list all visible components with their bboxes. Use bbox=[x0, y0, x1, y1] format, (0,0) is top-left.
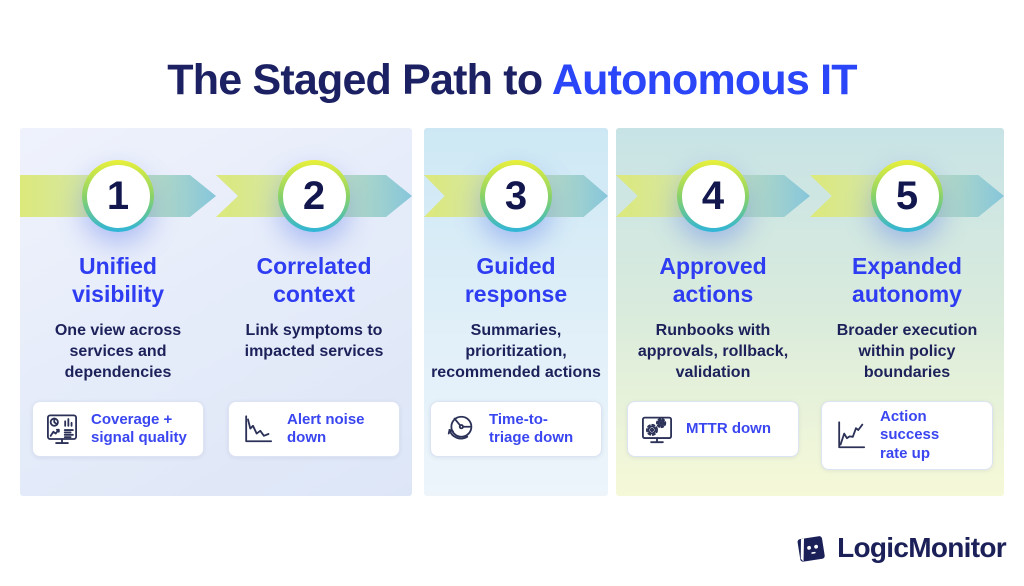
page-title: The Staged Path to Autonomous IT bbox=[0, 56, 1024, 105]
stage-title: Expanded autonomy bbox=[852, 253, 962, 307]
metric-badge: Alert noise down bbox=[228, 401, 400, 457]
stage-column-2: 2 Correlated context Link symptoms to im… bbox=[216, 128, 412, 496]
stage-title: Guided response bbox=[464, 253, 568, 307]
metric-badge: Coverage + signal quality bbox=[32, 401, 204, 457]
badge-label: MTTR down bbox=[686, 419, 771, 437]
stage-column-3: 3 Guided response Summaries, prioritizat… bbox=[424, 128, 608, 496]
badge-label: Action success rate up bbox=[880, 408, 940, 462]
stage-column-1: 1 Unified visibility One view across ser… bbox=[20, 128, 216, 496]
dashboard-metrics-icon bbox=[47, 414, 77, 444]
badge-label: Coverage + signal quality bbox=[91, 410, 187, 446]
stage-description: Broader execution within policy boundari… bbox=[836, 322, 978, 382]
stage-title: Correlated context bbox=[256, 253, 372, 307]
stage-title: Unified visibility bbox=[71, 253, 165, 307]
stage-number-badge: 1 bbox=[82, 160, 154, 232]
stage-number-badge: 5 bbox=[871, 160, 943, 232]
stage-description: Summaries, prioritization, recommended a… bbox=[431, 322, 601, 382]
stage-number-badge: 2 bbox=[278, 160, 350, 232]
stage-number: 1 bbox=[86, 164, 150, 228]
metric-badge: Action success rate up bbox=[821, 401, 993, 470]
page-title-prefix: The Staged Path to bbox=[167, 56, 552, 104]
logicmonitor-logo: LogicMonitor bbox=[792, 529, 1007, 567]
badge-label: Time-to- triage down bbox=[489, 410, 574, 446]
stage-description: Link symptoms to impacted services bbox=[244, 322, 384, 361]
stage-number: 3 bbox=[484, 164, 548, 228]
stage-number-badge: 4 bbox=[677, 160, 749, 232]
page-title-highlight: Autonomous IT bbox=[551, 56, 858, 104]
badge-label: Alert noise down bbox=[287, 410, 365, 446]
rising-chart-icon bbox=[838, 421, 866, 449]
stage-description: Runbooks with approvals, rollback, valid… bbox=[637, 322, 789, 382]
declining-chart-icon bbox=[245, 415, 273, 443]
logicmonitor-logo-icon bbox=[797, 536, 825, 562]
stage-column-4: 4 Approved actions Runbooks with approva… bbox=[616, 128, 810, 496]
stage-title: Approved actions bbox=[659, 253, 767, 307]
stage-number: 5 bbox=[875, 164, 939, 228]
stage-column-5: 5 Expanded autonomy Broader execution wi… bbox=[810, 128, 1004, 496]
stage-number: 2 bbox=[282, 164, 346, 228]
stage-description: One view across services and dependencie… bbox=[54, 322, 182, 382]
metric-badge: Time-to- triage down bbox=[430, 401, 602, 457]
stopwatch-icon bbox=[447, 415, 473, 440]
stage-number-badge: 3 bbox=[480, 160, 552, 232]
gears-monitor-icon bbox=[642, 416, 672, 444]
stage-number: 4 bbox=[681, 164, 745, 228]
logo-wordmark: LogicMonitor bbox=[837, 532, 1007, 563]
metric-badge: MTTR down bbox=[627, 401, 799, 457]
